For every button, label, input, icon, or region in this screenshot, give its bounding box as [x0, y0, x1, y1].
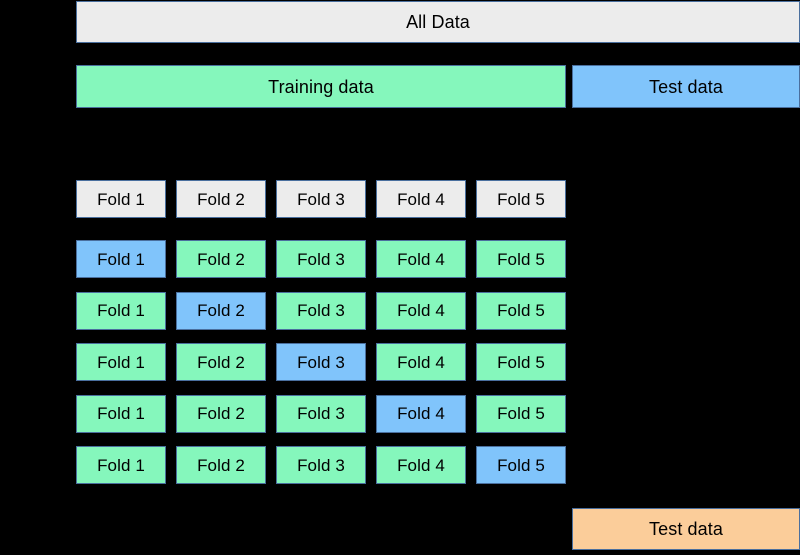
- cv-cell-r2-c1: Fold 1: [76, 291, 166, 330]
- test-data-bar: Test data: [572, 65, 800, 108]
- cv-cell-r3-c4: Fold 4: [376, 343, 466, 381]
- cv-cell-r3-c2: Fold 2: [176, 343, 266, 381]
- all-data-bar: All Data: [76, 1, 800, 43]
- cv-cell-r2-c2: Fold 2: [176, 291, 266, 330]
- fold-header-cell-5: Fold 5: [476, 180, 566, 218]
- cv-cell-r4-c1: Fold 1: [76, 394, 166, 433]
- fold-header-cell-2: Fold 2: [176, 180, 266, 218]
- cv-cell-r5-c4: Fold 4: [376, 446, 466, 484]
- training-data-bar: Training data: [76, 65, 566, 108]
- cv-cell-r4-c2: Fold 2: [176, 394, 266, 433]
- final-test-data-bar: Test data: [572, 508, 800, 550]
- cv-cell-r5-c5: Fold 5: [476, 446, 566, 484]
- cv-cell-r4-c5: Fold 5: [476, 394, 566, 433]
- cv-cell-r2-c3: Fold 3: [276, 291, 366, 330]
- cv-cell-r1-c1: Fold 1: [76, 240, 166, 278]
- fold-header-cell-4: Fold 4: [376, 180, 466, 218]
- cv-cell-r5-c2: Fold 2: [176, 446, 266, 484]
- cv-cell-r1-c4: Fold 4: [376, 240, 466, 278]
- cv-cell-r3-c1: Fold 1: [76, 343, 166, 381]
- fold-header-cell-1: Fold 1: [76, 180, 166, 218]
- cv-cell-r2-c5: Fold 5: [476, 291, 566, 330]
- cv-cell-r5-c3: Fold 3: [276, 446, 366, 484]
- cv-cell-r2-c4: Fold 4: [376, 291, 466, 330]
- cv-cell-r5-c1: Fold 1: [76, 446, 166, 484]
- cv-cell-r4-c3: Fold 3: [276, 394, 366, 433]
- cv-cell-r1-c2: Fold 2: [176, 240, 266, 278]
- cv-cell-r1-c5: Fold 5: [476, 240, 566, 278]
- cv-cell-r1-c3: Fold 3: [276, 240, 366, 278]
- fold-header-cell-3: Fold 3: [276, 180, 366, 218]
- cv-cell-r3-c3: Fold 3: [276, 343, 366, 381]
- cv-cell-r3-c5: Fold 5: [476, 343, 566, 381]
- cv-cell-r4-c4: Fold 4: [376, 394, 466, 433]
